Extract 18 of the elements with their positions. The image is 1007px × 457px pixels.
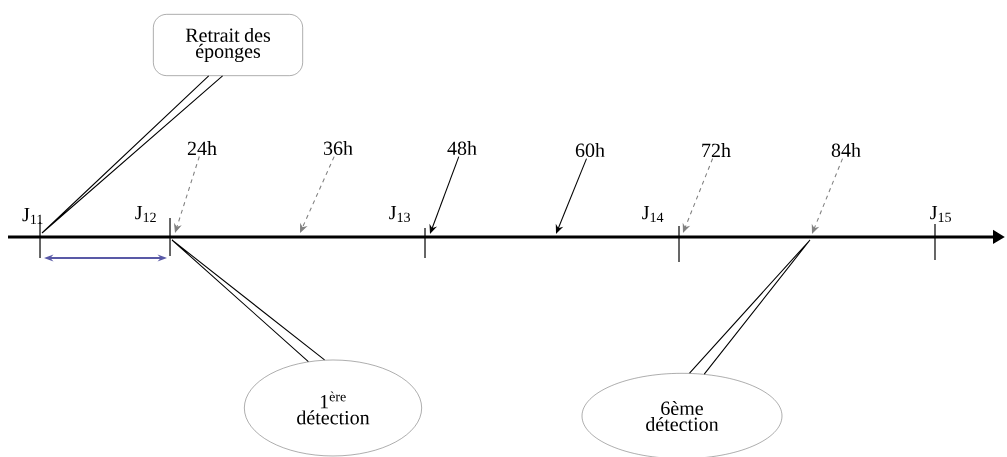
hour-label: 48h xyxy=(447,140,477,155)
day-label: J$_{14}$ xyxy=(642,206,664,222)
arrow xyxy=(300,156,335,233)
arrow xyxy=(682,158,714,233)
day-label: J$_{13}$ xyxy=(389,205,410,223)
arrow xyxy=(429,156,460,234)
day-label: J$_{11}$ xyxy=(22,208,43,224)
callout-box: Retrait des éponges xyxy=(153,14,303,76)
hour-label: 60h xyxy=(575,142,605,157)
arrow xyxy=(555,158,588,234)
hour-label: 72h xyxy=(702,143,731,157)
hour-label: 84h xyxy=(831,142,861,157)
day-label: J$_{15}$ xyxy=(930,205,951,223)
arrow xyxy=(174,156,200,233)
hour-label: 24h xyxy=(187,141,217,155)
hour-label: 36h xyxy=(323,140,353,155)
day-label: J$_{12}$ xyxy=(135,206,156,222)
arrow xyxy=(811,158,844,234)
